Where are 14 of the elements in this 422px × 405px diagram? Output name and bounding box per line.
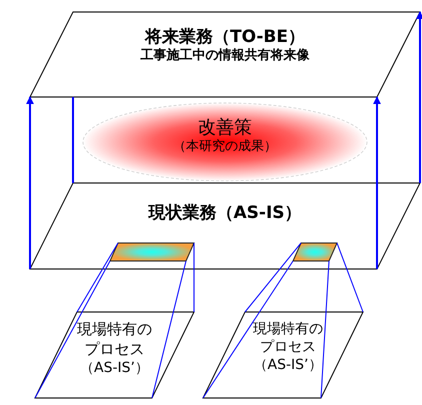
arrow	[416, 11, 422, 183]
heading: 現場特有のプロセス	[252, 320, 324, 356]
projection-lines	[34, 242, 194, 398]
arrow	[373, 96, 381, 269]
subheading: （AS-IS’）	[252, 356, 324, 375]
heading: 将来業務（TO-BE）	[145, 26, 305, 48]
heading: 現場特有のプロセス	[76, 320, 153, 359]
subheading: （AS-IS’）	[79, 359, 150, 378]
heading: 現状業務（AS-IS）	[148, 202, 302, 224]
subheading: 工事施工中の情報共有将来像	[140, 48, 310, 65]
projection-lines	[202, 242, 364, 398]
subheading: （本研究の成果）	[173, 139, 277, 156]
heading: 改善策	[198, 116, 252, 139]
arrow	[26, 96, 34, 269]
